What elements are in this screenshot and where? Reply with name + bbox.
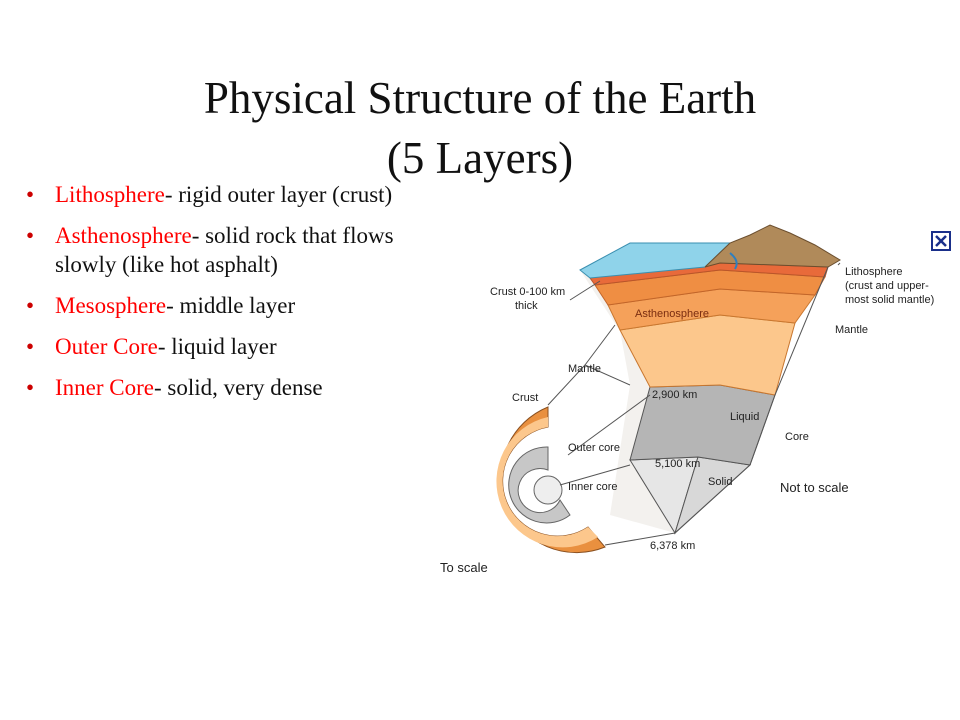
bullet-dot: • <box>26 375 35 400</box>
title-line-1: Physical Structure of the Earth <box>203 73 757 123</box>
label-5100km: 5,100 km <box>655 458 700 470</box>
river <box>729 252 738 270</box>
label-lithosphere-2: (crust and upper- <box>845 280 929 292</box>
earth-layers-diagram: Crust 0-100 km thick Asthenosphere Litho… <box>440 224 951 575</box>
title-line-2: (5 Layers) <box>386 133 574 183</box>
bullet-dot: • <box>26 334 35 359</box>
desc-lithosphere: - rigid outer layer (crust) <box>164 182 393 207</box>
to-scale-inner-core <box>533 475 563 505</box>
layer-list: •Lithosphere- rigid outer layer (crust) … <box>24 180 404 414</box>
term-lithosphere: Lithosphere <box>55 182 165 207</box>
desc-inner-core: - solid, very dense <box>154 375 323 400</box>
label-asthenosphere: Asthenosphere <box>635 308 709 320</box>
label-outer-core: Outer core <box>568 442 620 454</box>
list-item-lithosphere: • Lithosphere- rigid outer layer (crust) <box>24 180 404 209</box>
label-lithosphere: Lithosphere <box>845 266 903 278</box>
term-asthenosphere: Asthenosphere <box>55 223 192 248</box>
earth-wedge <box>579 224 841 535</box>
label-6378km: 6,378 km <box>650 540 695 552</box>
close-icon[interactable] <box>931 231 951 251</box>
label-to-scale: To scale <box>440 560 488 575</box>
label-2900km: 2,900 km <box>652 389 697 401</box>
list-item-outer-core: • Outer Core- liquid layer <box>24 332 404 361</box>
list-item-asthenosphere: • Asthenosphere- solid rock that flows sl… <box>24 221 404 279</box>
desc-outer-core: - liquid layer <box>157 334 277 359</box>
term-outer-core: Outer Core <box>55 334 158 359</box>
label-crust-depth: Crust 0-100 km <box>490 286 565 298</box>
label-mantle-left: Mantle <box>568 363 601 375</box>
term-mesosphere: Mesosphere <box>55 293 167 318</box>
label-solid: Solid <box>708 476 732 488</box>
to-scale-earth <box>496 406 606 554</box>
bullet-dot: • <box>26 182 35 207</box>
label-liquid: Liquid <box>730 411 759 423</box>
land-surface <box>704 224 841 268</box>
bullet-dot: • <box>26 223 35 248</box>
to-scale-outer-core <box>508 446 571 524</box>
page-title: Physical Structure of the Earth (5 Layer… <box>0 68 960 188</box>
label-crust: Crust <box>512 392 538 404</box>
desc-asthenosphere: - solid rock that flows slowly (like hot… <box>55 223 394 277</box>
to-scale-mantle <box>496 417 598 548</box>
label-crust-depth-2: thick <box>515 300 538 312</box>
label-mantle-right: Mantle <box>835 324 868 336</box>
term-inner-core: Inner Core <box>55 375 154 400</box>
diagram-labels: Crust 0-100 km thick Asthenosphere Litho… <box>440 266 934 575</box>
label-core: Core <box>785 431 809 443</box>
leader-lines <box>547 262 841 546</box>
label-not-to-scale: Not to scale <box>780 480 849 495</box>
label-lithosphere-3: most solid mantle) <box>845 294 934 306</box>
list-item-mesosphere: • Mesosphere- middle layer <box>24 291 404 320</box>
list-item-inner-core: • Inner Core- solid, very dense <box>24 373 404 402</box>
label-inner-core: Inner core <box>568 481 618 493</box>
desc-mesosphere: - middle layer <box>166 293 296 318</box>
bullet-dot: • <box>26 293 35 318</box>
